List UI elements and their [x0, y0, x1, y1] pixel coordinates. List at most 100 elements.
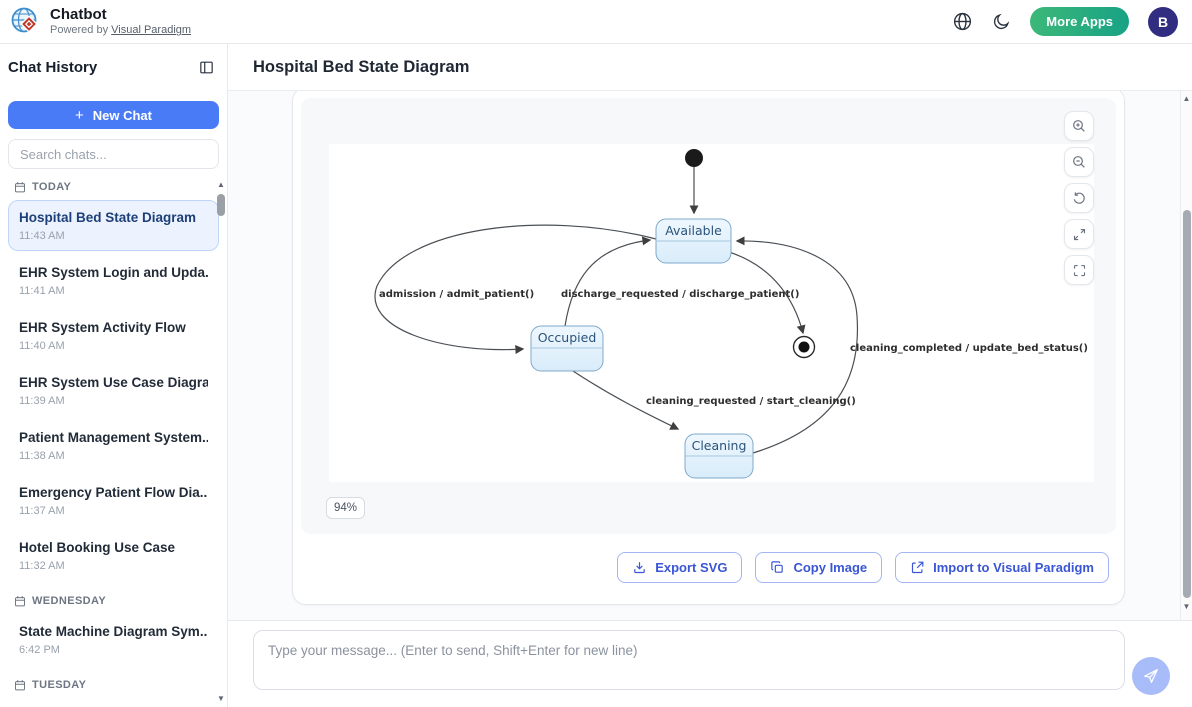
- initial-state-node: [685, 149, 703, 167]
- chat-history-section: WEDNESDAY State Machine Diagram Sym... 6…: [8, 595, 219, 665]
- chat-item-time: 11:43 AM: [19, 230, 65, 242]
- fullscreen-icon: [1073, 264, 1085, 276]
- svg-text:Cleaning: Cleaning: [692, 438, 747, 453]
- calendar-icon: [15, 596, 25, 607]
- visual-paradigm-link[interactable]: Visual Paradigm: [111, 24, 192, 37]
- chat-item-time: 11:40 AM: [19, 340, 65, 352]
- transition-label: cleaning_completed / update_bed_status(): [850, 343, 1088, 354]
- transition-label: cleaning_requested / start_cleaning(): [646, 396, 856, 407]
- globe-icon: [954, 12, 972, 31]
- chat-history-section: TUESDAY: [8, 679, 219, 691]
- visual-paradigm-logo-icon: [11, 7, 38, 32]
- external-link-icon: [912, 561, 924, 574]
- export-svg-button[interactable]: Export SVG: [617, 552, 743, 583]
- chat-item-title: EHR System Login and Upda...: [19, 265, 208, 280]
- chat-history-item[interactable]: EHR System Login and Upda... 11:41 AM: [8, 255, 219, 306]
- chat-history-item[interactable]: EHR System Activity Flow 11:40 AM: [8, 310, 219, 361]
- send-button[interactable]: [1132, 657, 1170, 695]
- brand-block: Chatbot Powered by Visual Paradigm: [50, 5, 192, 37]
- scroll-down-icon[interactable]: ▼: [1182, 602, 1191, 611]
- svg-text:Occupied: Occupied: [538, 330, 597, 345]
- chat-item-time: 11:41 AM: [19, 285, 65, 297]
- chat-item-time: 11:37 AM: [19, 505, 65, 517]
- chat-history-item[interactable]: State Machine Diagram Sym... 6:42 PM: [8, 614, 219, 665]
- section-label: WEDNESDAY: [32, 595, 107, 607]
- transition-available-final: [728, 251, 806, 335]
- plus-icon: +: [75, 106, 84, 124]
- page-scrollbar[interactable]: ▲ ▼: [1180, 91, 1192, 620]
- scroll-up-icon[interactable]: ▲: [217, 180, 225, 189]
- zoom-in-icon: [1073, 120, 1085, 132]
- transition-occupied-cleaning: [572, 370, 680, 430]
- zoom-level-badge: 94%: [326, 497, 366, 519]
- final-state-node: [792, 335, 816, 359]
- transition-available-occupied: [374, 224, 657, 354]
- sidebar-scrollbar-thumb[interactable]: [217, 194, 225, 216]
- panel-toggle-icon: [200, 61, 213, 74]
- chat-item-time: 11:38 AM: [19, 450, 65, 462]
- chat-item-title: State Machine Diagram Sym...: [19, 624, 208, 639]
- fullscreen-button[interactable]: [1064, 255, 1094, 285]
- import-to-visual-paradigm-button[interactable]: Import to Visual Paradigm: [895, 552, 1109, 583]
- chat-item-title: EHR System Activity Flow: [19, 320, 186, 335]
- copy-image-button[interactable]: Copy Image: [755, 552, 883, 583]
- sidebar-scrollbar[interactable]: ▲ ▼: [216, 180, 226, 707]
- assistant-message-card: admission / admit_patient() discharge_re…: [292, 91, 1125, 605]
- search-chats-input[interactable]: [8, 139, 219, 169]
- conversation-titlebar: Hospital Bed State Diagram: [228, 44, 1192, 91]
- chat-history-item[interactable]: EHR System Use Case Diagram 11:39 AM: [8, 365, 219, 416]
- section-label: TUESDAY: [32, 679, 87, 691]
- diagram-canvas[interactable]: admission / admit_patient() discharge_re…: [329, 144, 1094, 482]
- transition-occupied-available: [564, 236, 652, 327]
- message-composer: [228, 620, 1192, 707]
- chat-item-time: 11:39 AM: [19, 395, 65, 407]
- chat-item-title: Emergency Patient Flow Dia...: [19, 485, 208, 500]
- language-button[interactable]: [952, 11, 973, 32]
- chat-history-item[interactable]: Emergency Patient Flow Dia... 11:37 AM: [8, 475, 219, 526]
- diagram-actions: Export SVG Copy Image: [617, 552, 1109, 583]
- chat-item-time: 6:42 PM: [19, 644, 60, 656]
- dark-mode-button[interactable]: [992, 12, 1011, 31]
- scroll-up-icon[interactable]: ▲: [1182, 94, 1191, 103]
- app-title: Chatbot: [50, 5, 107, 23]
- calendar-icon: [15, 182, 25, 193]
- fit-to-screen-button[interactable]: [1064, 219, 1094, 249]
- scroll-down-icon[interactable]: ▼: [217, 694, 225, 703]
- chat-item-title: Hospital Bed State Diagram: [19, 210, 197, 225]
- page-scrollbar-thumb[interactable]: [1183, 210, 1191, 598]
- transition-label: admission / admit_patient(): [379, 289, 534, 300]
- section-header: TUESDAY: [8, 679, 219, 691]
- zoom-in-button[interactable]: [1064, 111, 1094, 141]
- transition-cleaning-available: [735, 236, 859, 454]
- user-avatar[interactable]: B: [1148, 6, 1178, 37]
- section-header: TODAY: [8, 181, 219, 193]
- zoom-out-button[interactable]: [1064, 147, 1094, 177]
- zoom-out-icon: [1073, 156, 1085, 168]
- state-diagram-svg: admission / admit_patient() discharge_re…: [374, 149, 1088, 479]
- diagram-viewer: admission / admit_patient() discharge_re…: [301, 98, 1116, 534]
- chat-history-item[interactable]: Hotel Booking Use Case 11:32 AM: [8, 530, 219, 581]
- zoom-reset-button[interactable]: [1064, 183, 1094, 213]
- chat-history-item[interactable]: Hospital Bed State Diagram 11:43 AM: [8, 200, 219, 251]
- section-header: WEDNESDAY: [8, 595, 219, 607]
- chat-item-title: EHR System Use Case Diagram: [19, 375, 208, 390]
- section-label: TODAY: [32, 181, 72, 193]
- chat-history-sidebar: Chat History + New Chat TODAY: [0, 44, 228, 707]
- sidebar-collapse-button[interactable]: [198, 59, 215, 76]
- chat-history-item[interactable]: Patient Management System... 11:38 AM: [8, 420, 219, 471]
- message-input[interactable]: [253, 630, 1125, 690]
- expand-icon: [1073, 228, 1085, 240]
- copy-icon: [771, 561, 784, 573]
- chat-item-title: Hotel Booking Use Case: [19, 540, 176, 555]
- chat-item-title: Patient Management System...: [19, 430, 208, 445]
- state-cleaning: Cleaning: [684, 433, 754, 479]
- svg-text:Available: Available: [665, 223, 722, 238]
- download-icon: [634, 562, 645, 574]
- more-apps-button[interactable]: More Apps: [1030, 7, 1129, 36]
- state-occupied: Occupied: [530, 325, 604, 372]
- calendar-icon: [15, 680, 25, 691]
- diagram-zoom-controls: [1064, 111, 1094, 291]
- new-chat-button[interactable]: + New Chat: [8, 101, 219, 129]
- moon-icon: [994, 13, 1010, 30]
